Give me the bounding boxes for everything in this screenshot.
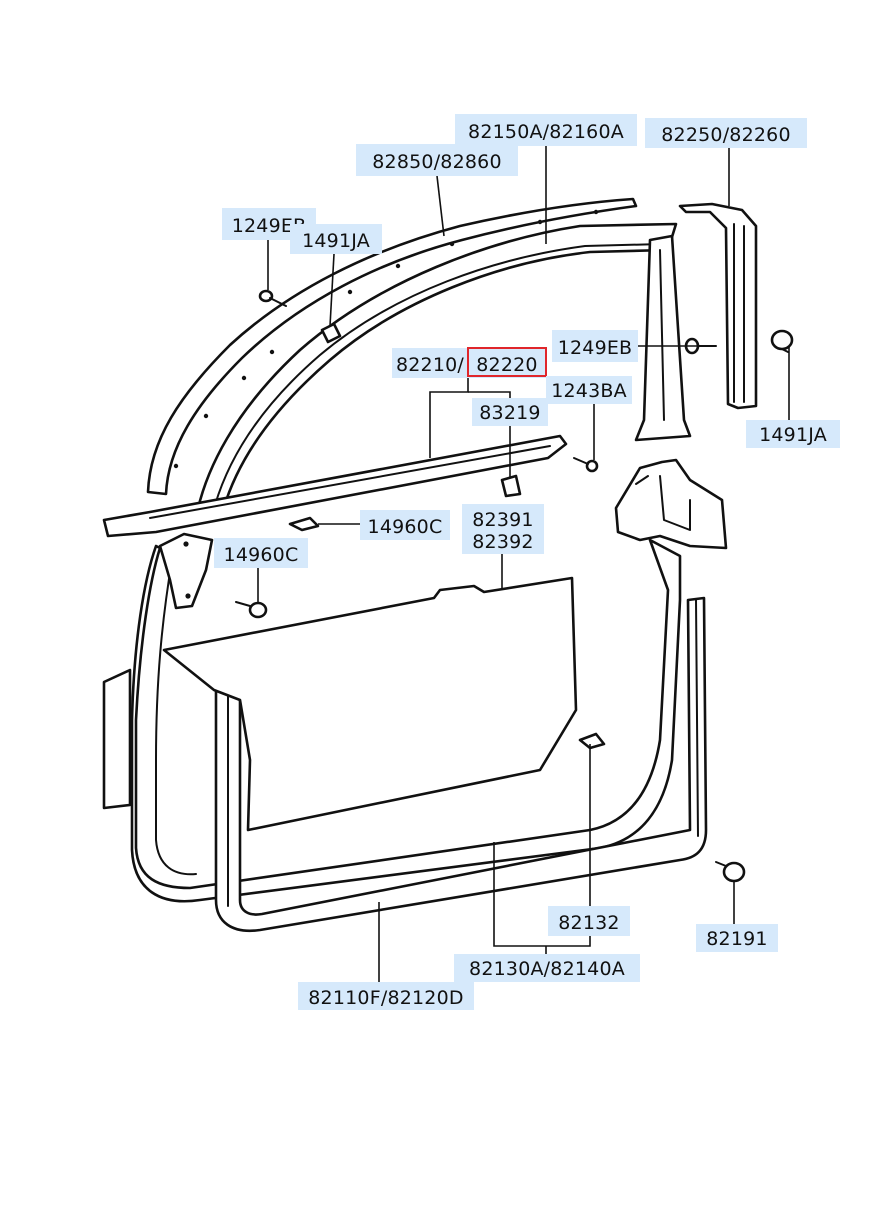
front-pillar-bracket (158, 532, 214, 610)
clip-1491ja-right (770, 329, 794, 353)
opening-weatherstrip-82130a (130, 538, 682, 903)
belt-molding-82210 (102, 434, 568, 538)
callout-82150a-text: 82150A/82160A (468, 121, 624, 143)
callout-82191-text: 82191 (706, 928, 767, 950)
callout-1491ja-b[interactable]: 1491JA (746, 420, 840, 448)
clip-82132 (578, 732, 606, 750)
callout-1249eb-a-text: 1249EB (232, 215, 307, 237)
callout-82220[interactable]: 82220 (467, 347, 547, 378)
b-pillar-bracket (614, 458, 728, 550)
callout-1243ba[interactable]: 1243BA (546, 376, 632, 404)
callout-82220-text: 82220 (476, 354, 537, 376)
callout-82132-text: 82132 (558, 912, 619, 934)
callout-1249eb-b[interactable]: 1249EB (552, 330, 638, 362)
clip-14960c-lower (235, 601, 268, 619)
clip-83219 (500, 474, 522, 498)
callout-82391-text: 82391 (472, 509, 533, 531)
callout-82110f[interactable]: 82110F/82120D (298, 982, 474, 1010)
screw-1243ba (573, 457, 599, 473)
drip-molding-82850 (146, 197, 638, 496)
callout-82210-text: 82210/ (396, 354, 464, 376)
callout-82130a-text: 82130A/82140A (469, 958, 625, 980)
callout-82850-text: 82850/82860 (372, 151, 502, 173)
callout-82191[interactable]: 82191 (696, 924, 778, 952)
door-weatherstrip-82110f (214, 596, 708, 933)
callout-83219-text: 83219 (479, 402, 540, 424)
callout-82210[interactable]: 82210/ (392, 348, 468, 378)
callout-83219[interactable]: 83219 (472, 398, 548, 426)
callout-82150a[interactable]: 82150A/82160A (455, 114, 637, 146)
callout-82850[interactable]: 82850/82860 (356, 144, 518, 176)
callout-82391[interactable]: 82391 82392 (462, 504, 544, 554)
callout-1491ja-a-text: 1491JA (302, 230, 370, 252)
callout-82250[interactable]: 82250/82260 (645, 118, 807, 148)
clip-14960c-upper (288, 516, 320, 532)
callout-14960c-a[interactable]: 14960C (360, 510, 450, 540)
callout-82132[interactable]: 82132 (548, 906, 630, 936)
callout-1243ba-text: 1243BA (551, 380, 627, 402)
callout-14960c-b[interactable]: 14960C (214, 538, 308, 568)
callout-14960c-b-text: 14960C (224, 544, 299, 566)
callout-14960c-a-text: 14960C (368, 516, 443, 538)
leader-lines (257, 146, 790, 984)
door-frame-weatherstrip-82150a (194, 222, 692, 520)
callout-82392-text: 82392 (472, 531, 533, 553)
callout-1249eb-b-text: 1249EB (558, 337, 633, 359)
highlight-box (467, 347, 547, 377)
callout-82110f-text: 82110F/82120D (308, 987, 463, 1009)
screw-1249eb-left (258, 289, 287, 307)
callout-1491ja-a[interactable]: 1491JA (290, 224, 382, 254)
clip-82191 (715, 861, 746, 883)
door-panel-82391 (162, 576, 578, 832)
callout-82130a[interactable]: 82130A/82140A (454, 954, 640, 982)
callout-1491ja-b-text: 1491JA (759, 424, 827, 446)
callout-82250-text: 82250/82260 (661, 124, 791, 146)
pillar-garnish-82250 (678, 202, 758, 410)
body-panel-left (102, 668, 132, 810)
